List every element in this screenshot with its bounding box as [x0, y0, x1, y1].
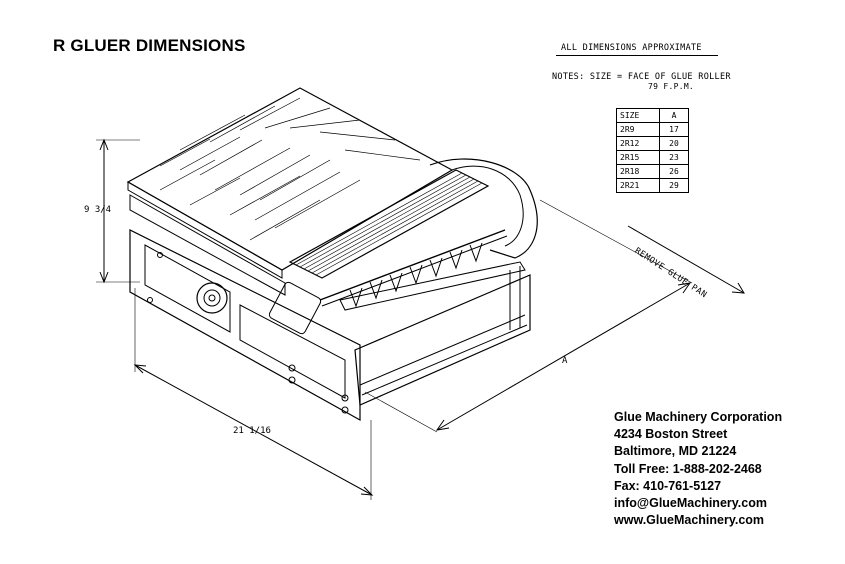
width-dimension-line	[134, 364, 373, 496]
page-title: R GLUER DIMENSIONS	[53, 36, 246, 55]
front-rail	[339, 261, 526, 311]
table-cell-a: 29	[659, 178, 689, 193]
base-frame	[354, 274, 531, 406]
company-street: 4234 Boston Street	[614, 427, 728, 442]
company-fax: Fax: 410-761-5127	[614, 478, 722, 493]
company-info: Glue Machinery Corporation 4234 Boston S…	[614, 409, 782, 529]
dimensions-note-heading: ALL DIMENSIONS APPROXIMATE	[561, 43, 702, 53]
height-dimension-label: 9 3/4	[84, 205, 112, 215]
drive-shaft	[319, 229, 506, 301]
motor-housing	[429, 158, 538, 259]
side-bracket	[268, 281, 322, 335]
glue-plate	[126, 87, 454, 271]
table-row: 2R15 23	[616, 150, 689, 165]
side-rail	[129, 194, 286, 296]
length-a-label: A	[562, 356, 568, 366]
company-name: Glue Machinery Corporation	[614, 410, 783, 424]
table-header-row: SIZE A	[616, 108, 689, 123]
remove-arrow-line	[627, 225, 745, 294]
size-table: SIZE A 2R9 17 2R12 20 2R15 23 2R18 26 2R…	[616, 108, 689, 193]
width-dimension-label: 21 1/16	[233, 426, 271, 436]
company-city: Baltimore, MD 21224	[614, 444, 737, 459]
heading-underline	[556, 55, 718, 56]
company-website[interactable]: www.GlueMachinery.com	[614, 513, 765, 528]
company-tollfree: Toll Free: 1-888-202-2468	[614, 461, 762, 476]
notes-line-1: NOTES: SIZE = FACE OF GLUE ROLLER	[552, 72, 731, 82]
side-frame	[129, 229, 361, 422]
table-row: 2R21 29	[616, 178, 689, 193]
company-email[interactable]: info@GlueMachinery.com	[614, 496, 767, 511]
table-cell-size: 2R21	[616, 178, 660, 193]
glue-roller	[288, 169, 490, 279]
notes-line-2: 79 F.P.M.	[648, 82, 695, 91]
drive-gear	[196, 282, 228, 314]
length-a-dimension-line	[436, 282, 691, 431]
table-row: 2R12 20	[616, 136, 689, 151]
